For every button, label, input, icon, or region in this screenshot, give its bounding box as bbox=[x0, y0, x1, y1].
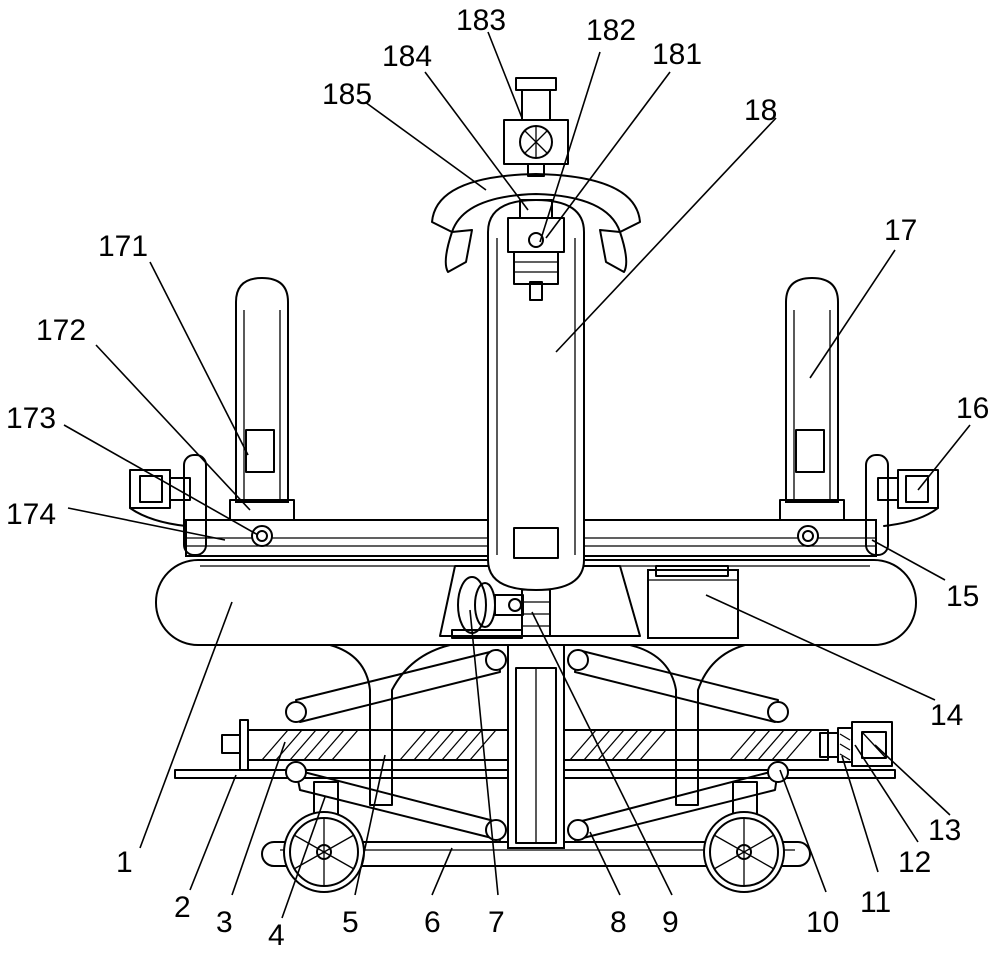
callout-14: 14 bbox=[930, 699, 963, 732]
hanger-right bbox=[629, 644, 746, 806]
support-arm-left bbox=[229, 276, 295, 521]
callout-3: 3 bbox=[216, 906, 233, 939]
callout-17: 17 bbox=[884, 214, 917, 247]
callout-16: 16 bbox=[956, 392, 989, 425]
callout-11: 11 bbox=[860, 886, 891, 919]
callout-182: 182 bbox=[586, 14, 636, 47]
callout-12: 12 bbox=[898, 846, 931, 879]
callout-172: 172 bbox=[36, 314, 86, 347]
leader-lines bbox=[63, 31, 971, 919]
callout-18: 18 bbox=[744, 94, 777, 127]
callout-1: 1 bbox=[116, 846, 133, 879]
callout-8: 8 bbox=[610, 906, 627, 939]
support-arm-right bbox=[779, 276, 845, 521]
callout-10: 10 bbox=[806, 906, 839, 939]
head-bracket bbox=[507, 199, 565, 301]
callout-181: 181 bbox=[652, 38, 702, 71]
central-post bbox=[487, 198, 585, 592]
callout-2: 2 bbox=[174, 891, 191, 924]
clamp-left bbox=[129, 469, 191, 527]
wheel-right bbox=[703, 781, 785, 893]
callout-173: 173 bbox=[6, 402, 56, 435]
callout-171: 171 bbox=[98, 230, 148, 263]
callout-7: 7 bbox=[488, 906, 505, 939]
callout-15: 15 bbox=[946, 580, 979, 613]
center-column bbox=[507, 637, 565, 849]
screw-motor bbox=[819, 721, 893, 767]
hanger-left bbox=[329, 644, 451, 806]
callout-5: 5 bbox=[342, 906, 359, 939]
clamp-right bbox=[877, 469, 939, 527]
head-yoke bbox=[431, 173, 641, 273]
top-motor bbox=[503, 77, 569, 177]
callout-183: 183 bbox=[456, 4, 506, 37]
callout-13: 13 bbox=[928, 814, 961, 847]
callout-labels: 1 2 3 4 5 6 7 8 9 10 11 12 13 14 15 16 1… bbox=[6, 4, 989, 952]
callout-6: 6 bbox=[424, 906, 441, 939]
wheel-left bbox=[283, 781, 365, 893]
callout-174: 174 bbox=[6, 498, 56, 531]
control-box bbox=[647, 565, 739, 639]
callout-185: 185 bbox=[322, 78, 372, 111]
callout-184: 184 bbox=[382, 40, 432, 73]
callout-9: 9 bbox=[662, 906, 679, 939]
callout-4: 4 bbox=[268, 919, 285, 952]
